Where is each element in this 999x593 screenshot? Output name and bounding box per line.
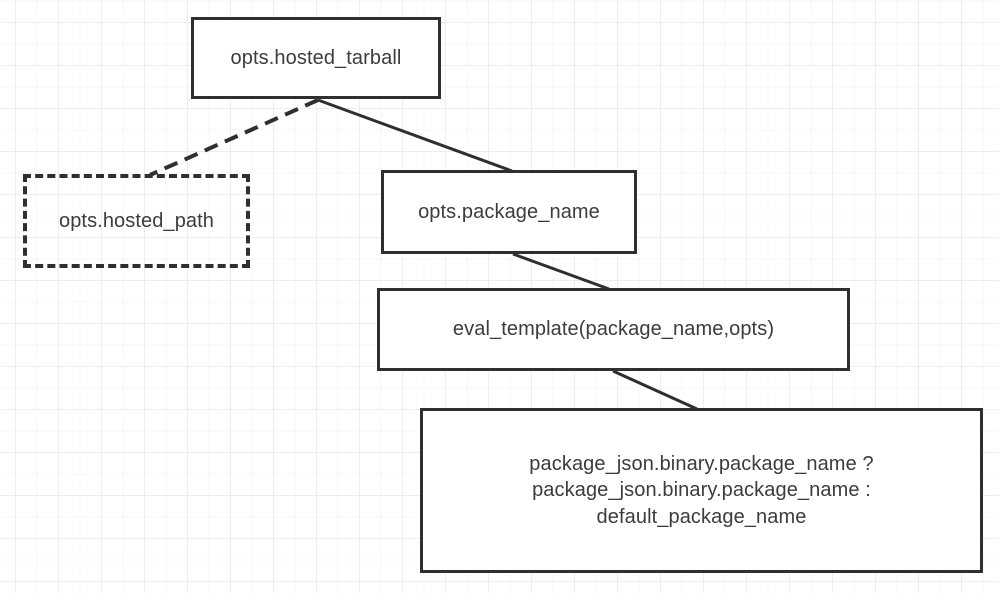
node-opts-hosted-tarball[interactable]: opts.hosted_tarball	[191, 17, 441, 99]
node-package-name-ternary[interactable]: package_json.binary.package_name ? packa…	[420, 408, 983, 573]
edge-package-name-to-eval-template	[512, 252, 610, 291]
edge-tarball-to-package-name	[317, 98, 513, 173]
edge-tarball-to-hosted-path	[149, 98, 319, 177]
edge-eval-template-to-ternary	[612, 369, 698, 411]
node-eval-template[interactable]: eval_template(package_name,opts)	[377, 288, 850, 371]
node-opts-hosted-path[interactable]: opts.hosted_path	[23, 174, 250, 268]
node-opts-package-name[interactable]: opts.package_name	[381, 170, 637, 254]
